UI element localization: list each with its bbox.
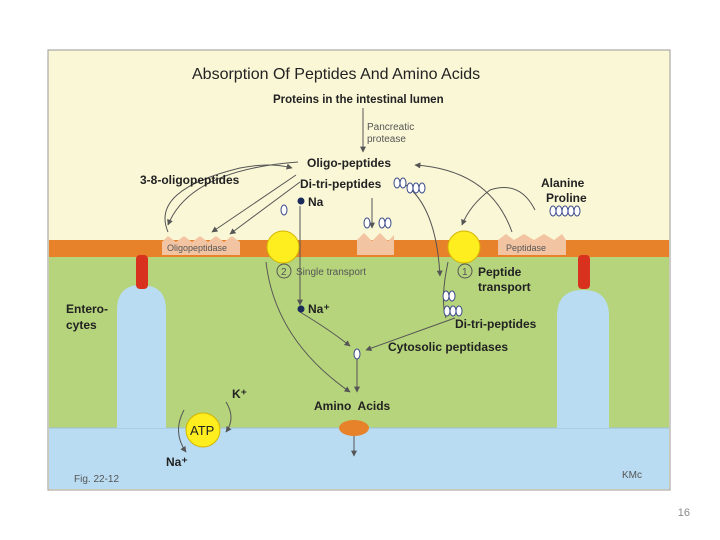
ditri-to-oligopeptidase-arrow-2 <box>229 181 301 235</box>
na-dot-cell <box>297 305 305 313</box>
ditri-to-oligopeptidase-arrow-1 <box>211 174 297 233</box>
central-enzyme <box>357 233 394 255</box>
peptide-transport-label-1: Peptide <box>478 265 522 279</box>
peptide-symbols-cell <box>442 290 463 317</box>
na-dot-top <box>297 197 305 205</box>
single-transport-num-circle <box>276 263 292 279</box>
enterocyte-left <box>117 285 166 428</box>
alanine-label: Alanine <box>541 176 585 190</box>
enterocytes-label-1: Entero- <box>66 302 108 316</box>
single-transport-num: 2 <box>281 267 287 278</box>
di-tri-peptides-cell-label: Di-tri-peptides <box>455 317 537 331</box>
three-eight-arrow <box>164 163 293 233</box>
proline-label: Proline <box>546 191 587 205</box>
lumen-heading: Proteins in the intestinal lumen <box>273 94 444 106</box>
amino-symbol-cytosolic <box>353 348 361 360</box>
peptide-symbols-center <box>363 217 392 229</box>
alanine-proline-arrow <box>461 187 536 226</box>
single-to-amino-arrow <box>265 261 351 393</box>
tight-junction-left <box>136 255 148 289</box>
single-to-cytosolic-arrow <box>299 311 351 347</box>
amino-acid-carrier <box>339 420 369 436</box>
peptidase-curve-arrow <box>414 162 513 233</box>
protease-label: protease <box>367 134 406 145</box>
oligo-left-arrow <box>167 161 299 226</box>
ditri-to-cytosolic-arrow <box>365 317 456 351</box>
peptide-transport-num-circle <box>457 263 473 279</box>
enterocyte-right <box>557 290 609 428</box>
atp-k-arrow <box>225 401 232 433</box>
peptide-transport-label-2: transport <box>478 280 531 294</box>
peptidase-enzyme <box>498 234 566 255</box>
oligopeptidase-enzyme <box>162 236 240 255</box>
figure-number-label: Fig. 22-12 <box>74 474 119 485</box>
na-plus-label: Na⁺ <box>308 302 330 316</box>
cytosolic-peptidases-label: Cytosolic peptidases <box>388 340 508 354</box>
single-transporter <box>266 230 300 264</box>
oligo-peptides-label: Oligo-peptides <box>307 156 391 170</box>
peptide-transporter <box>447 230 481 264</box>
pancreatic-label: Pancreatic <box>367 122 414 133</box>
peptidase-label: Peptidase <box>506 243 546 253</box>
credit-label: KMc <box>622 470 642 481</box>
di-tri-peptides-top-label: Di-tri-peptides <box>300 177 382 191</box>
atp-label: ATP <box>190 423 214 438</box>
na-bottom-label: Na⁺ <box>166 455 188 469</box>
amino-symbol-na <box>280 204 288 216</box>
atp-pump <box>185 412 221 448</box>
amino-acids-label: Amino Acids <box>314 399 391 413</box>
atp-na-arrow <box>178 409 187 453</box>
enterocytes-label-2: cytes <box>66 318 97 332</box>
tight-junction-right <box>578 255 590 289</box>
three-eight-oligo-label: 3-8-oligopeptides <box>140 173 240 187</box>
k-plus-label: K⁺ <box>232 387 247 401</box>
single-transport-label: Single transport <box>296 267 366 278</box>
peptide-symbols-top <box>393 177 426 194</box>
peptide-transport-num: 1 <box>462 267 468 278</box>
na-top-label: Na <box>308 195 324 209</box>
slide-number: 16 <box>677 507 690 519</box>
figure-title: Absorption Of Peptides And Amino Acids <box>192 66 480 83</box>
oligopeptidase-label: Oligopeptidase <box>167 243 227 253</box>
peptide-symbols-alanine <box>549 205 581 217</box>
blood-region <box>49 428 669 489</box>
